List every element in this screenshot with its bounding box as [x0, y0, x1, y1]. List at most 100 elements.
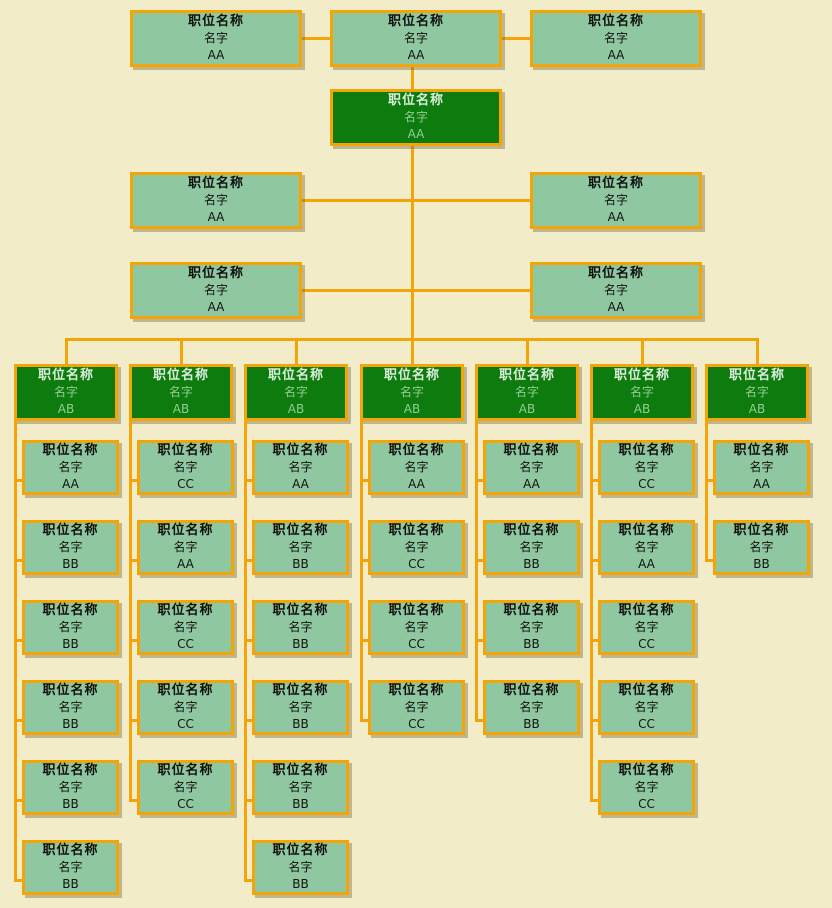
node-title: 职位名称 [587, 266, 644, 281]
node-code: AB [57, 402, 75, 416]
connector-line [14, 419, 17, 882]
connector-line [129, 799, 140, 802]
node-name: 名字 [749, 460, 774, 474]
connector-line [475, 419, 478, 722]
node-code: AA [292, 477, 309, 491]
node-code: AA [753, 477, 770, 491]
child-node[interactable]: 职位名称名字 CC [598, 600, 695, 655]
node-name: 名字 [519, 460, 544, 474]
node-title: 职位名称 [272, 843, 329, 858]
connector-line [64, 338, 68, 366]
node-code: AB [748, 402, 766, 416]
node-code: BB [753, 557, 770, 571]
connector-line [360, 639, 371, 642]
connector-line [410, 65, 414, 89]
node-name: 名字 [203, 193, 228, 207]
node-name: 名字 [404, 620, 429, 634]
connector-line [590, 479, 601, 482]
node-code: AA [177, 557, 194, 571]
node-title: 职位名称 [187, 266, 244, 281]
child-node[interactable]: 职位名称名字 AA [713, 440, 810, 495]
node-code: CC [638, 637, 655, 651]
connector-line [244, 799, 255, 802]
child-node[interactable]: 职位名称名字 BB [22, 680, 119, 735]
connector-line [360, 419, 363, 722]
node-code: AB [172, 402, 190, 416]
node-title: 职位名称 [42, 683, 99, 698]
connector-line [14, 799, 25, 802]
node-code: AA [638, 557, 655, 571]
node-title: 职位名称 [272, 763, 329, 778]
connector-line [410, 144, 414, 341]
node-code: BB [292, 637, 309, 651]
node-title: 职位名称 [733, 443, 790, 458]
connector-line [129, 479, 140, 482]
node-title: 职位名称 [618, 603, 675, 618]
node-name: 名字 [634, 620, 659, 634]
node-name: 名字 [53, 385, 78, 399]
node-code: AA [408, 477, 425, 491]
connector-line [705, 419, 708, 562]
node-code: BB [62, 877, 79, 891]
node-name: 名字 [634, 460, 659, 474]
node-title: 职位名称 [272, 443, 329, 458]
node-code: CC [408, 557, 425, 571]
connector-line [705, 479, 716, 482]
connector-line [244, 559, 255, 562]
node-code: BB [62, 717, 79, 731]
connector-line [299, 289, 533, 292]
connector-line [499, 37, 533, 40]
node-name: 名字 [288, 700, 313, 714]
node-name: 名字 [58, 700, 83, 714]
node-name: 名字 [519, 620, 544, 634]
node-title: 职位名称 [187, 14, 244, 29]
node-title: 职位名称 [587, 14, 644, 29]
node-title: 职位名称 [383, 368, 440, 383]
node-title: 职位名称 [618, 443, 675, 458]
